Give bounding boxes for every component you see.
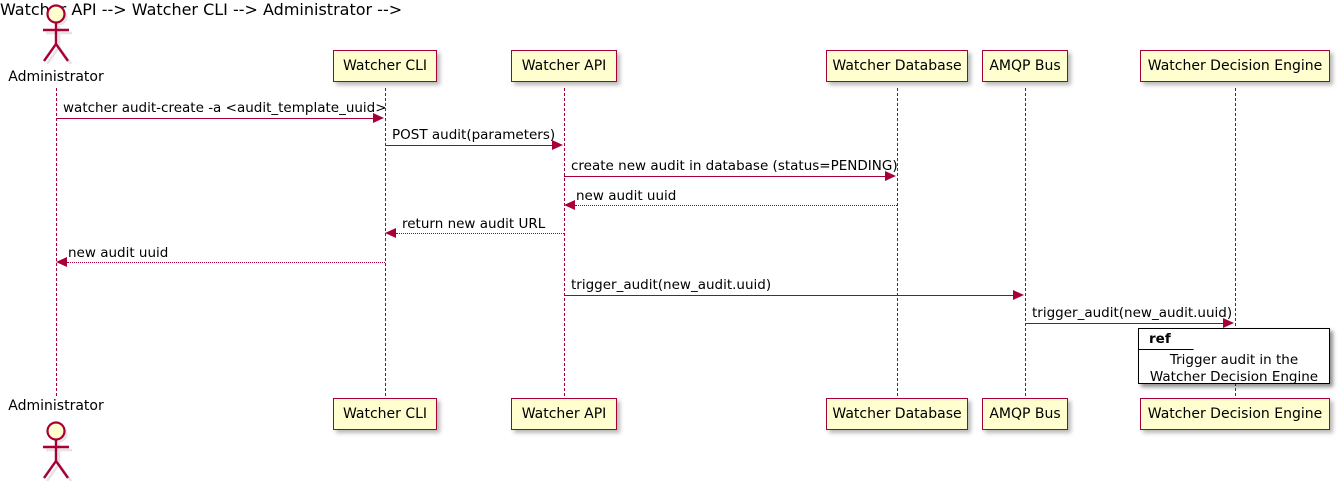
arrow-head-icon	[385, 228, 396, 238]
participant-watcher-decision-engine-top[interactable]: Watcher Decision Engine	[1140, 50, 1330, 82]
message-label-new-audit-uuid-db: new audit uuid	[576, 188, 677, 204]
arrow-head-icon	[564, 200, 575, 210]
message-label-new-audit-uuid-cli: new audit uuid	[68, 245, 169, 261]
participant-watcher-database-top[interactable]: Watcher Database	[826, 50, 968, 82]
lifeline-amqp-bus	[1025, 88, 1026, 396]
message-label-post-audit: POST audit(parameters)	[392, 127, 556, 143]
arrow-head-icon	[1223, 318, 1234, 328]
message-line-trigger-audit-engine	[1025, 323, 1224, 324]
message-line-trigger-audit-bus	[564, 295, 1014, 296]
ref-block-line-1: Trigger audit in the	[1169, 352, 1299, 368]
lifeline-watcher-decision-engine	[1235, 88, 1236, 396]
arrow-head-icon	[373, 113, 384, 123]
actor-administrator-bottom-label: Administrator	[8, 398, 104, 414]
message-label-return-new-audit-url: return new audit URL	[402, 216, 546, 232]
message-line-return-new-audit-url	[396, 233, 564, 234]
lifeline-watcher-api	[564, 88, 565, 396]
message-line-new-audit-uuid-cli	[67, 262, 385, 263]
lifeline-administrator	[56, 88, 57, 396]
actor-administrator-bottom	[33, 419, 79, 485]
participant-watcher-database-bottom[interactable]: Watcher Database	[826, 398, 968, 430]
actor-icon	[43, 4, 73, 65]
participant-watcher-api-top[interactable]: Watcher API	[511, 50, 617, 82]
actor-administrator-top-label: Administrator	[8, 69, 104, 85]
participant-watcher-cli-bottom[interactable]: Watcher CLI	[333, 398, 437, 430]
arrow-head-icon	[56, 257, 67, 267]
lifeline-watcher-database	[897, 88, 898, 396]
ref-block-line-2: Watcher Decision Engine	[1149, 369, 1319, 385]
lifeline-watcher-cli	[385, 88, 386, 396]
arrow-head-icon	[885, 171, 896, 181]
message-label-create-new-audit: create new audit in database (status=PEN…	[571, 158, 898, 174]
message-line-new-audit-uuid-db	[575, 205, 897, 206]
participant-amqp-bus-bottom[interactable]: AMQP Bus	[982, 398, 1068, 430]
arrow-head-icon	[1013, 290, 1024, 300]
message-label-watcher-audit-create: watcher audit-create -a <audit_template_…	[63, 100, 387, 116]
message-line-watcher-audit-create	[56, 118, 374, 119]
arrow-head-icon	[552, 140, 563, 150]
ref-block-trigger-audit: ref Trigger audit in the Watcher Decisio…	[1138, 328, 1330, 386]
participant-amqp-bus-top[interactable]: AMQP Bus	[982, 50, 1068, 82]
ref-block-body: Trigger audit in the Watcher Decision En…	[1139, 352, 1329, 386]
participant-watcher-cli-top[interactable]: Watcher CLI	[333, 50, 437, 82]
message-line-create-new-audit	[564, 176, 886, 177]
actor-administrator-top	[33, 2, 79, 68]
ref-keyword-tab: ref	[1139, 329, 1194, 350]
message-line-post-audit	[385, 145, 553, 146]
message-label-trigger-audit-engine: trigger_audit(new_audit.uuid)	[1032, 305, 1233, 321]
participant-watcher-decision-engine-bottom[interactable]: Watcher Decision Engine	[1140, 398, 1330, 430]
message-label-trigger-audit-bus: trigger_audit(new_audit.uuid)	[571, 277, 772, 293]
participant-watcher-api-bottom[interactable]: Watcher API	[511, 398, 617, 430]
actor-icon	[43, 421, 73, 482]
